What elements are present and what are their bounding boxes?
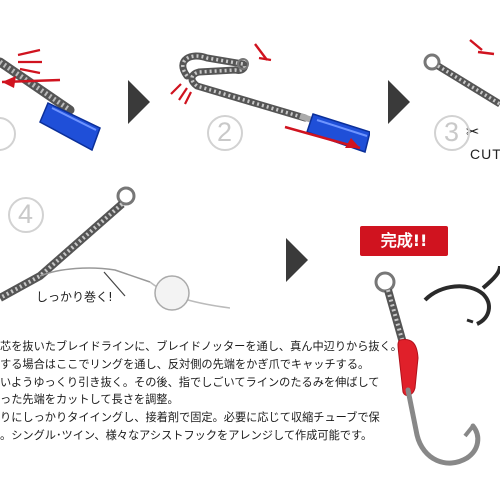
step-4-illustration <box>0 186 231 311</box>
next-step-arrow-1 <box>128 80 150 124</box>
step-1-panel <box>0 0 115 170</box>
step-4-number-ring <box>8 197 44 233</box>
instruction-line: する場合はここでリングを通し、反対側の先端をかぎ爪でキャッチする。 <box>0 357 370 371</box>
step-2-illustration <box>170 43 371 153</box>
instruction-line: 芯を抜いたブレイドラインに、ブレイドノッターを通し、真ん中辺りから抜く。 <box>0 340 402 353</box>
step-4-number: 4 <box>18 199 34 229</box>
step-4-callout: しっかり巻く! <box>36 290 113 304</box>
step-3-panel: ✂ 3 CUT <box>410 0 500 170</box>
step-3-number-ring <box>434 115 470 151</box>
step-3-illustration <box>423 39 500 107</box>
instruction-line: った先端をカットして長さを調整。 <box>0 393 179 407</box>
step-3-number: 3 <box>444 117 460 147</box>
step-2-number: 2 <box>217 117 233 147</box>
step-2-panel: 2 <box>155 0 371 170</box>
step-2-number-ring <box>207 115 243 151</box>
step-4-panel: 4 しっかり巻く! <box>0 180 231 330</box>
next-step-arrow-3 <box>286 238 308 282</box>
instructions-text: 芯を抜いたブレイドラインに、ブレイドノッターを通し、真ん中辺りから抜く。 する場… <box>0 338 500 445</box>
step-1-illustration <box>0 48 101 152</box>
instruction-line: 。シングル･ツイン、様々なアシストフックをアレンジして作成可能です。 <box>0 428 373 442</box>
complete-badge: 完成!! <box>360 226 448 256</box>
instruction-line: いようゆっくり引き抜く。その後、指でしごいてラインのたるみを伸ばして <box>0 375 380 389</box>
next-step-arrow-2 <box>388 80 410 124</box>
instruction-line: りにしっかりタイイングし、接着剤で固定。必要に応じて収縮チューブで保 <box>0 411 380 425</box>
cut-label: CUT <box>470 146 500 162</box>
